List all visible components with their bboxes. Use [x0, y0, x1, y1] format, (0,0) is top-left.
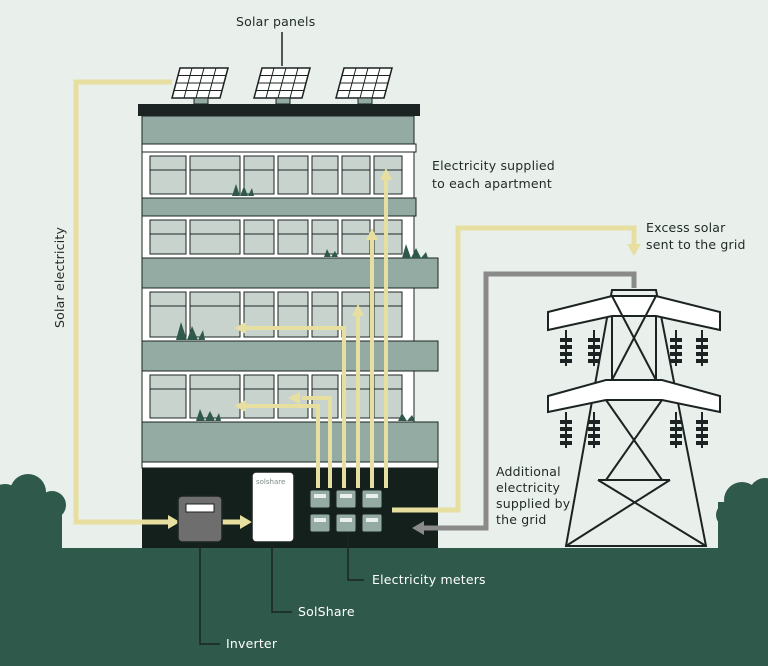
excess-solar-line	[392, 225, 637, 513]
window	[341, 219, 371, 255]
window	[311, 219, 339, 255]
label-electricity-meters: Electricity meters	[372, 572, 486, 587]
label-excess-line2: sent to the grid	[646, 237, 746, 252]
bush-left	[0, 474, 66, 550]
label-supplied-line2: to each apartment	[432, 176, 553, 191]
insulator-icon	[670, 330, 682, 366]
window	[311, 291, 339, 338]
window	[189, 374, 241, 419]
window	[243, 374, 275, 419]
window	[149, 155, 187, 195]
electricity-meter-icon	[309, 513, 331, 533]
insulator-icon	[560, 330, 572, 366]
window	[311, 155, 339, 195]
arrow-icon	[234, 168, 392, 412]
window	[189, 155, 241, 195]
insulator-icon	[670, 412, 682, 448]
label-excess-line1: Excess solar	[646, 220, 726, 235]
label-additional-line1: Additional	[496, 464, 561, 479]
window	[277, 291, 309, 338]
label-additional-line4: the grid	[496, 512, 547, 527]
label-additional-line3: supplied by	[496, 496, 571, 511]
arrow-icon	[412, 521, 424, 535]
bush-right	[716, 478, 768, 550]
label-solshare: SolShare	[298, 604, 355, 619]
electricity-meter-icon	[335, 513, 357, 533]
label-solar-electricity: Solar electricity	[52, 226, 67, 328]
solar-panel-icon	[253, 67, 311, 105]
solar-flow-line	[73, 79, 172, 525]
electricity-meter-icon	[361, 513, 383, 533]
window	[243, 219, 275, 255]
label-additional-line2: electricity	[496, 480, 561, 495]
label-inverter: Inverter	[226, 636, 278, 651]
solshare-unit-icon	[251, 471, 295, 543]
plant-icon	[176, 184, 428, 421]
insulator-icon	[696, 330, 708, 366]
leader-lines	[199, 32, 364, 645]
window	[189, 291, 241, 338]
apartment-supply-lines	[246, 180, 388, 488]
inverter-icon	[177, 495, 223, 543]
window	[149, 219, 187, 255]
window	[243, 291, 275, 338]
apartment-windows	[149, 155, 403, 419]
window	[277, 155, 309, 195]
solar-panel-icon	[335, 67, 393, 105]
insulator-icon	[588, 412, 600, 448]
label-solar-panels: Solar panels	[236, 14, 316, 29]
window	[243, 155, 275, 195]
arrow-icon	[240, 515, 252, 529]
electricity-meter-icon	[335, 489, 357, 509]
window	[341, 155, 371, 195]
transmission-tower-icon	[547, 289, 721, 547]
apartment-building	[138, 104, 439, 550]
solshare-brand-text: solshare	[256, 478, 286, 486]
window	[189, 219, 241, 255]
insulator-icon	[560, 412, 572, 448]
insulator-icon	[588, 330, 600, 366]
electricity-meters	[309, 489, 383, 533]
arrow-icon	[627, 244, 641, 256]
electricity-meter-icon	[309, 489, 331, 509]
solar-panel-icon	[171, 67, 229, 105]
label-supplied-line1: Electricity supplied	[432, 158, 555, 173]
window	[277, 219, 309, 255]
ground	[0, 548, 768, 666]
tower-insulators	[560, 330, 708, 448]
grid-supply-line	[424, 271, 637, 531]
arrow-icon	[168, 515, 180, 529]
insulator-icon	[696, 412, 708, 448]
electricity-meter-icon	[361, 489, 383, 509]
window	[149, 291, 187, 338]
window	[149, 374, 187, 419]
